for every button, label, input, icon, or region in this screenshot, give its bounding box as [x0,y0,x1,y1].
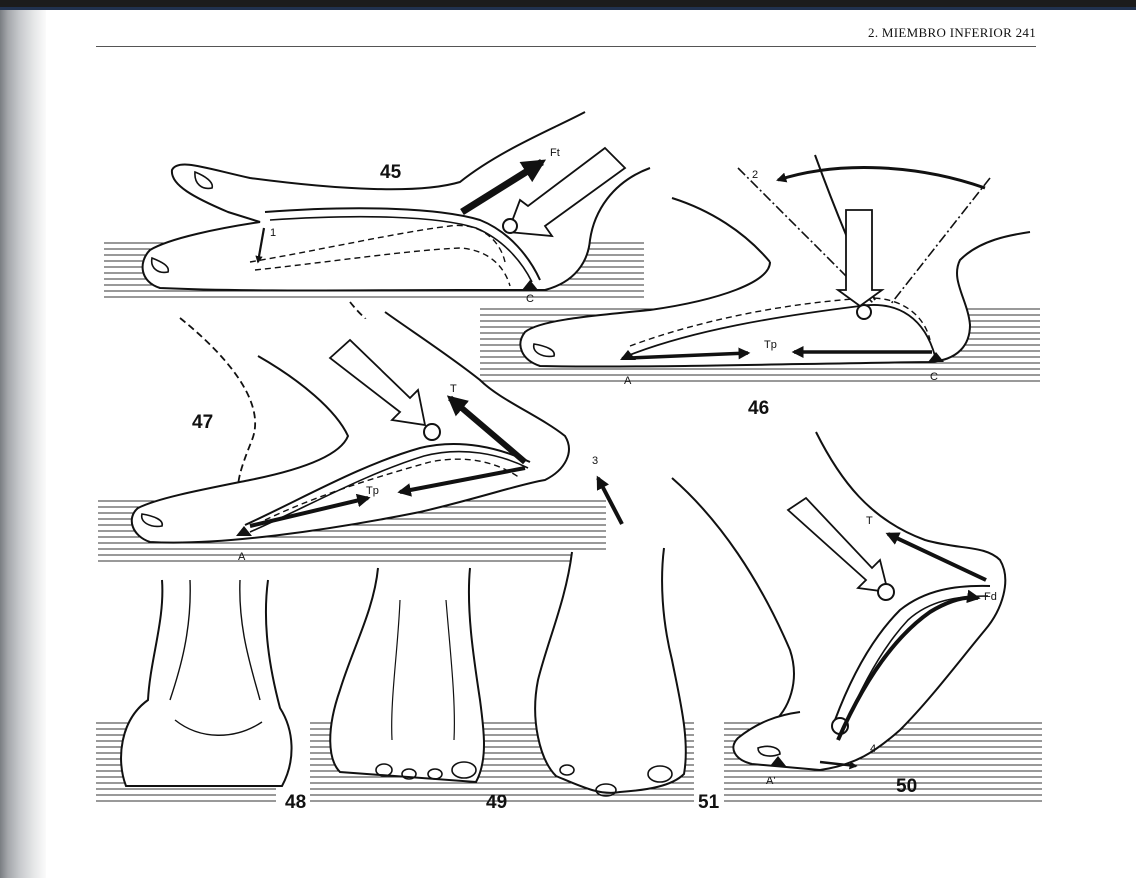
talus-point [503,219,517,233]
label-step: 2 [752,169,758,181]
foot-tiptoe-outline [733,432,1005,770]
label-a1: A' [766,775,775,787]
label-step: 3 [592,455,598,467]
foot-tiptoe-outline [535,548,686,793]
label-c: C [526,293,534,305]
label-tp: Tp [764,339,777,351]
leg-dashed-outline [180,318,255,500]
leg-line [672,478,794,725]
figure-48: 48 [96,580,306,813]
heel-outline [121,580,292,786]
label-a: A [624,375,632,387]
figure-number: 47 [192,412,213,433]
figure-51: 51 [524,548,720,813]
label-tp: Tp [366,485,379,497]
talus-point [878,584,894,600]
figure-number: 51 [698,792,720,813]
label-c: C [930,371,938,383]
figure-number: 46 [748,398,769,419]
figure-number: 49 [486,792,507,813]
label-step: 4 [870,743,876,755]
talus-point [424,424,440,440]
label-t: T [866,515,873,527]
label-step: 1 [270,227,276,239]
rotation-arrow [778,168,985,188]
figure-number: 50 [896,776,917,797]
label-ft: Ft [550,147,560,159]
figure-45: 45 Ft C 1 [104,112,650,305]
leg-line [672,198,770,262]
label-fd: Fd [984,591,997,603]
talus-point [857,305,871,319]
label-t: T [450,383,457,395]
figure-number: 48 [285,792,306,813]
figure-number: 45 [380,162,402,183]
figure-49: 49 [310,568,540,813]
figure-50: 50 T Fd A' 4 [672,432,1042,806]
foot-front-outline [330,568,484,782]
label-a: A [238,551,246,563]
